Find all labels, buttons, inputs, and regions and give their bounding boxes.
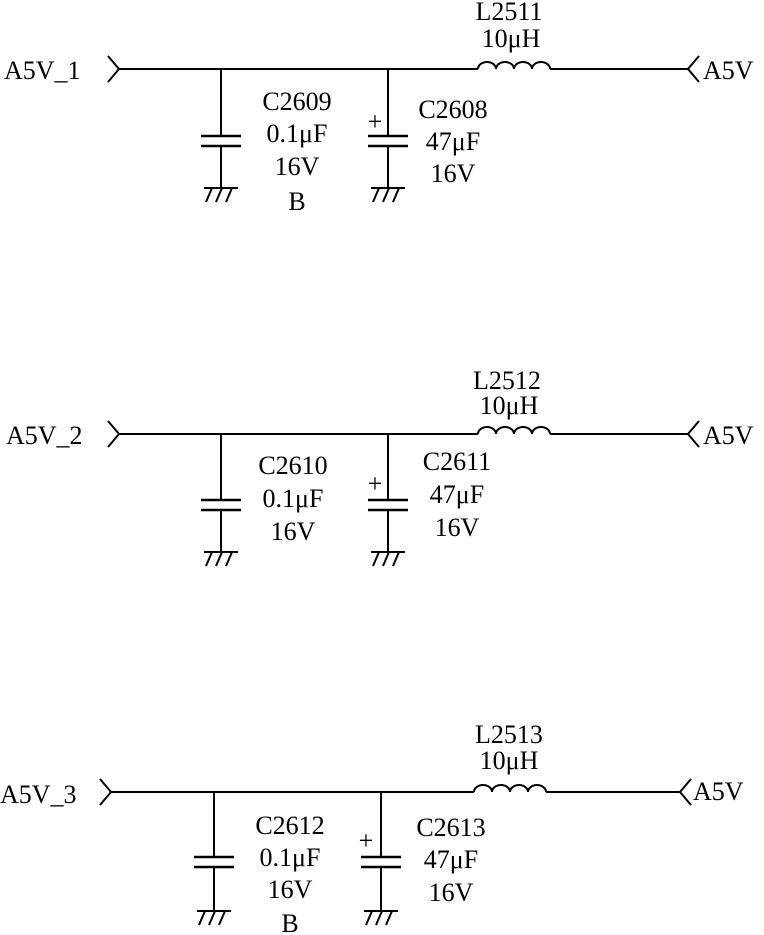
ground-symbol-icon <box>364 910 398 926</box>
inductor-ref: L2512 <box>473 366 541 395</box>
cap-small-extra: B <box>281 909 298 935</box>
capacitor-c-small <box>201 434 241 567</box>
cap-small-extra: B <box>288 187 305 216</box>
output-port-arrow-icon <box>686 420 700 448</box>
inductor-coil-icon <box>477 426 551 435</box>
cap-small-value: 0.1μF <box>267 119 328 148</box>
cap-small-ref: C2609 <box>262 87 331 116</box>
input-port-arrow-icon <box>107 420 121 448</box>
filter-stage-3: + A5V_3 A5V L2513 10μH C2612 0.1μF 16V B… <box>0 720 744 935</box>
ground-symbol-icon <box>204 187 238 203</box>
capacitor-c-small <box>201 69 241 203</box>
cap-electrolytic-ref: C2608 <box>418 95 487 124</box>
filter-stage-2: + A5V_2 A5V L2512 10μH C2610 0.1μF 16V C… <box>6 366 754 567</box>
inductor-ref: L2511 <box>476 0 543 26</box>
input-net-label: A5V_1 <box>4 56 81 85</box>
cap-electrolytic-ref: C2611 <box>423 447 491 476</box>
filter-stage-1: + A5V_1 A5V L2511 10μH C2609 0.1μF 16V B… <box>4 0 754 216</box>
capacitor-c-electrolytic: + <box>368 434 408 567</box>
ground-symbol-icon <box>197 910 231 926</box>
ground-symbol-icon <box>371 187 405 203</box>
inductor-ref: L2513 <box>475 720 543 749</box>
capacitor-c-electrolytic: + <box>359 792 401 926</box>
cap-small-value: 0.1μF <box>263 484 324 513</box>
cap-small-voltage: 16V <box>275 152 320 181</box>
input-net-label: A5V_2 <box>6 421 83 450</box>
cap-electrolytic-value: 47μF <box>424 845 478 874</box>
cap-electrolytic-voltage: 16V <box>435 513 480 542</box>
input-port-arrow-icon <box>107 55 121 83</box>
cap-small-voltage: 16V <box>271 517 316 546</box>
inductor-value: 10μH <box>482 24 541 53</box>
output-port-arrow-icon <box>686 55 700 83</box>
output-port-arrow-icon <box>678 778 692 806</box>
inductor-coil-icon <box>473 784 547 793</box>
polarity-mark: + <box>368 469 383 498</box>
inductor-value: 10μH <box>480 746 539 775</box>
cap-electrolytic-voltage: 16V <box>431 159 476 188</box>
capacitor-c-electrolytic: + <box>368 69 408 203</box>
ground-symbol-icon <box>204 551 238 567</box>
cap-small-voltage: 16V <box>268 875 313 904</box>
cap-electrolytic-value: 47μF <box>430 480 484 509</box>
output-net-label: A5V <box>693 777 744 806</box>
input-net-label: A5V_3 <box>0 780 77 809</box>
cap-electrolytic-voltage: 16V <box>429 878 474 907</box>
ground-symbol-icon <box>371 551 405 567</box>
input-port-arrow-icon <box>99 778 113 806</box>
output-net-label: A5V <box>703 421 754 450</box>
inductor-coil-icon <box>477 61 551 70</box>
cap-small-ref: C2610 <box>258 451 327 480</box>
inductor-value: 10μH <box>480 391 539 420</box>
cap-electrolytic-ref: C2613 <box>416 813 485 842</box>
polarity-mark: + <box>368 107 383 136</box>
output-net-label: A5V <box>703 56 754 85</box>
cap-electrolytic-value: 47μF <box>426 127 480 156</box>
cap-small-value: 0.1μF <box>260 843 321 872</box>
polarity-mark: + <box>359 826 374 855</box>
cap-small-ref: C2612 <box>255 811 324 840</box>
capacitor-c-small <box>194 792 234 926</box>
